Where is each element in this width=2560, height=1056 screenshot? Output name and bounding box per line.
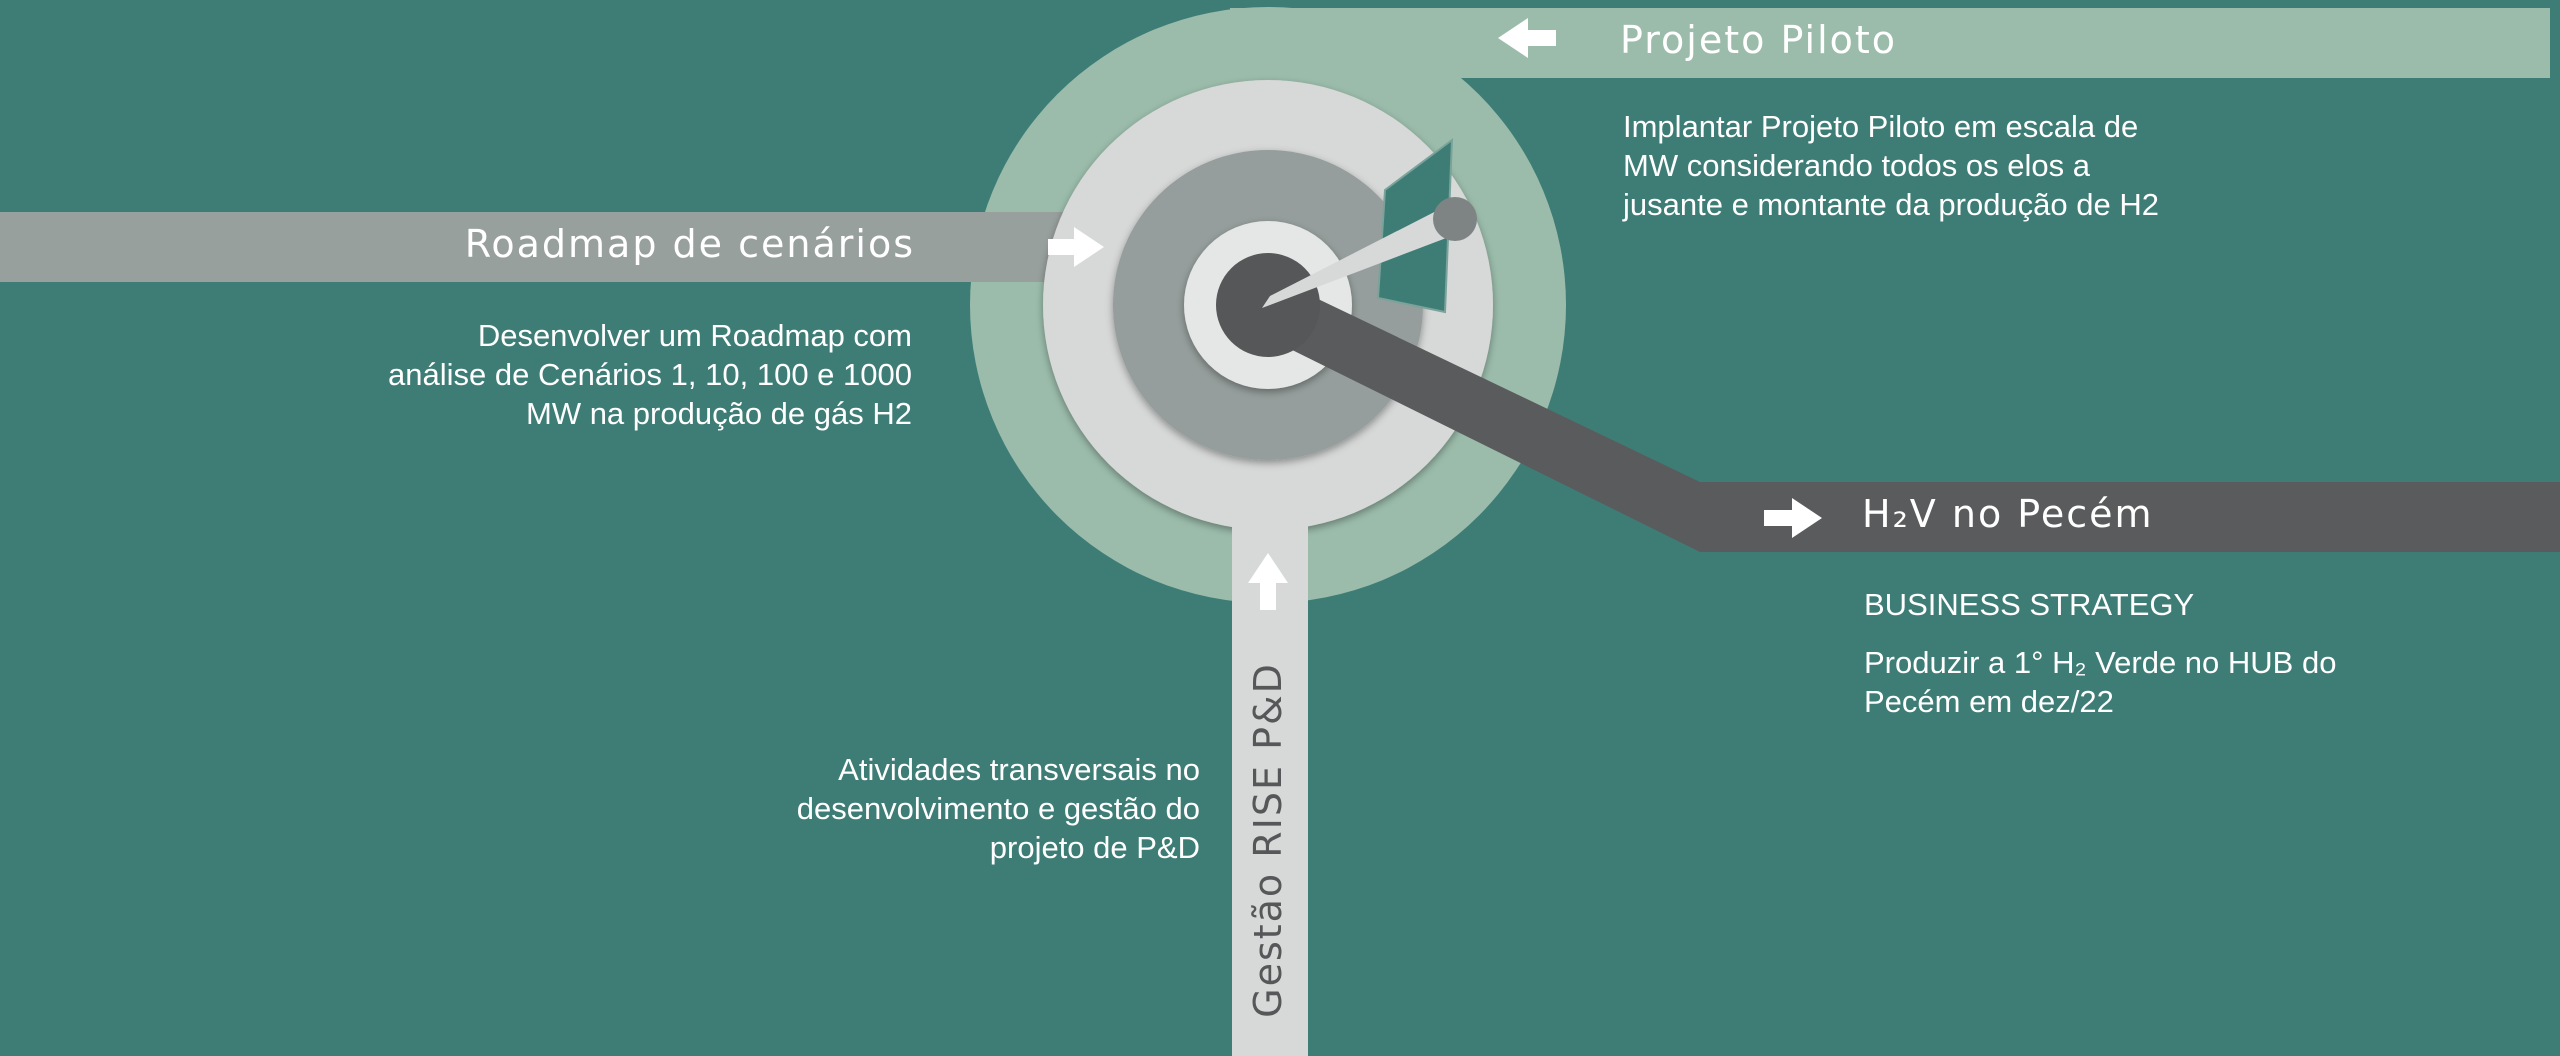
gestao-description: Atividades transversais no desenvolvimen…: [500, 750, 1200, 867]
projeto-piloto-bar: [1230, 8, 2550, 78]
description-line: jusante e montante da produção de H2: [1623, 187, 2159, 222]
projeto-piloto-title: Projeto Piloto: [1620, 18, 1898, 62]
h2v-title: H₂V no Pecém: [1862, 492, 2154, 536]
h2v-bar: [1268, 275, 2560, 552]
description-line: MW considerando todos os elos a: [1623, 148, 2090, 183]
description-line: Implantar Projeto Piloto em escala de: [1623, 109, 2139, 144]
arrow-right-icon: [1048, 227, 1104, 267]
arrow-right-icon: [1764, 498, 1822, 538]
description-line: análise de Cenários 1, 10, 100 e 1000: [388, 357, 912, 392]
description-line: Atividades transversais no: [838, 752, 1200, 787]
description-line: Desenvolver um Roadmap com: [477, 318, 912, 353]
roadmap-description: Desenvolver um Roadmap com análise de Ce…: [212, 316, 912, 433]
description-line: MW na produção de gás H2: [526, 396, 912, 431]
description-line: desenvolvimento e gestão do: [796, 791, 1200, 826]
pointer-needle: [1262, 205, 1462, 308]
description-line: Pecém em dez/22: [1864, 684, 2114, 719]
description-line: projeto de P&D: [989, 830, 1200, 865]
arrow-up-icon: [1248, 553, 1288, 610]
gestao-title: Gestão RISE P&D: [1246, 662, 1290, 1018]
roadmap-title: Roadmap de cenários: [464, 222, 915, 266]
arrow-left-icon: [1498, 18, 1556, 58]
h2v-description: Produzir a 1° H₂ Verde no HUB do Pecém e…: [1864, 643, 2514, 721]
description-line: Produzir a 1° H₂ Verde no HUB do: [1864, 645, 2337, 680]
h2v-subtitle: BUSINESS STRATEGY: [1864, 587, 2195, 622]
pointer-knob: [1433, 197, 1477, 241]
projeto-piloto-description: Implantar Projeto Piloto em escala de MW…: [1623, 107, 2423, 224]
roadmap-bar: [0, 212, 1160, 282]
